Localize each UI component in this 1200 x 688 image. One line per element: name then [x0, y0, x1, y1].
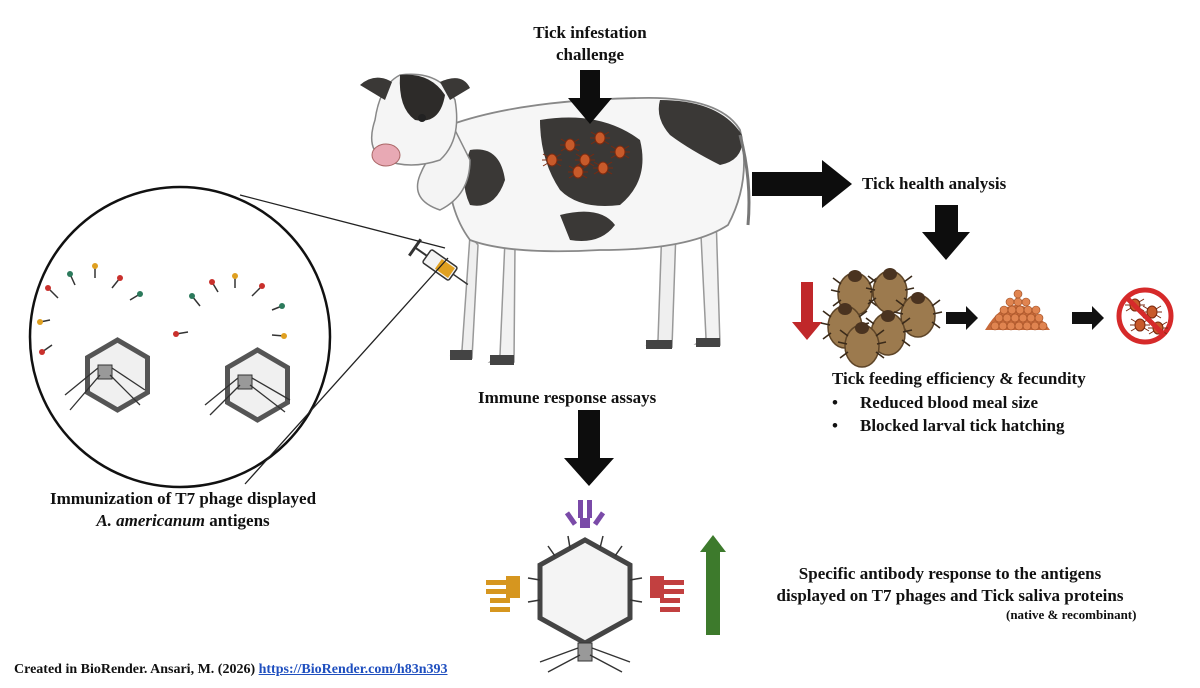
antibody-line1: Specific antibody response to the antige… [798, 564, 1102, 583]
zoom-line-lower [244, 257, 449, 485]
t7-phage-icon [173, 273, 291, 423]
cow-icon [360, 73, 751, 365]
bullet-glyph: • [832, 416, 838, 435]
feeding-bullet-2-text: Blocked larval tick hatching [860, 416, 1065, 435]
no-ticks-icon [1116, 287, 1174, 345]
immunization-line2: A. americanum antigens [18, 510, 348, 532]
arrow-right-analysis [752, 160, 852, 208]
increase-arrow-icon [706, 544, 720, 635]
decrease-arrow-icon [792, 282, 822, 340]
tick-health-label: Tick health analysis [862, 174, 1007, 193]
tick-eggs-icon [985, 289, 1050, 331]
antibody-response-label: Specific antibody response to the antige… [740, 563, 1160, 607]
arrow-to-eggs [946, 306, 978, 330]
credit-link[interactable]: https://BioRender.com/h83n393 [258, 662, 448, 677]
antibody-phage-icon [486, 500, 684, 673]
tick-cluster-icon [820, 267, 943, 368]
immunization-label: Immunization of T7 phage displayed A. am… [18, 488, 348, 532]
arrow-to-blocked [1072, 306, 1104, 330]
immunization-line2-rest: antigens [204, 511, 270, 530]
syringe-icon [408, 238, 469, 286]
antibody-line2: displayed on T7 phages and Tick saliva p… [776, 586, 1124, 605]
arrow-down-challenge [568, 70, 612, 124]
zoom-line-upper [239, 194, 446, 249]
feeding-bullet-1-text: Reduced blood meal size [860, 393, 1039, 412]
immunization-line1: Immunization of T7 phage displayed [49, 489, 317, 508]
species-name: A. americanum [96, 511, 205, 530]
feeding-title: Tick feeding efficiency & fecundity [832, 369, 1086, 388]
t7-phage-icon [37, 263, 150, 413]
tick-challenge-label: Tick infestation challenge [500, 22, 680, 66]
credit-text: Created in BioRender. Ansari, M. (2026) [14, 662, 259, 677]
antibody-line3: (native & recombinant) [1006, 607, 1137, 622]
credit-line: Created in BioRender. Ansari, M. (2026) … [14, 662, 448, 678]
tick-challenge-line2: challenge [556, 45, 624, 64]
feeding-bullet-2: • Blocked larval tick hatching [832, 415, 1064, 437]
tick-challenge-line1: Tick infestation [533, 23, 647, 42]
immune-assays-label: Immune response assays [478, 388, 657, 407]
bullet-glyph: • [832, 393, 838, 412]
arrow-down-analysis [922, 205, 970, 260]
feeding-bullet-1: • Reduced blood meal size [832, 392, 1038, 414]
arrow-down-assays [564, 410, 614, 486]
